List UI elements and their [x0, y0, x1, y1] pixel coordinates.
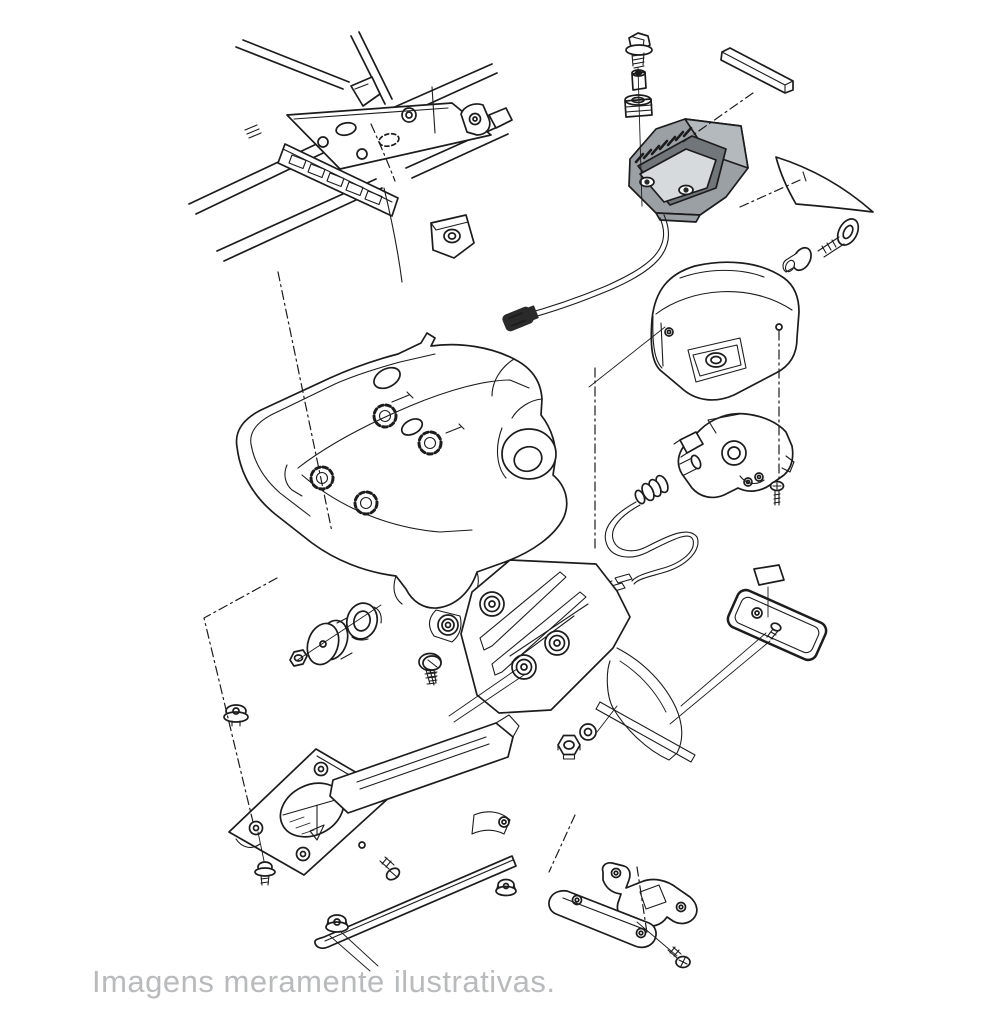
flange-bolt: [625, 32, 653, 69]
license-plate-bracket: [428, 559, 696, 763]
disclaimer-caption: Imagens meramente ilustrativas.: [92, 964, 556, 999]
reflector-stud: [766, 622, 782, 640]
exploded-diagram: Imagens meramente ilustrativas.: [40, 16, 1000, 1016]
bracket-nut: [557, 734, 581, 760]
rubber-damper: [306, 616, 353, 666]
support-rail: [314, 855, 517, 950]
diagram-canvas: [188, 31, 874, 972]
hex-nut-small: [289, 649, 308, 667]
license-light-housing: [673, 412, 795, 499]
bracket-screw: [422, 655, 442, 686]
bulb-socket-cable: [604, 454, 702, 585]
tail-light-unit: [650, 261, 800, 401]
adhesive-pad: [753, 564, 785, 586]
stiffener-plate-upper: [601, 862, 698, 927]
alignment-axes: [203, 67, 807, 972]
wellnut-grommets: [309, 403, 443, 516]
trim-strip: [720, 47, 794, 94]
housing-screw: [769, 480, 785, 506]
wire-connector: [502, 214, 670, 332]
mounting-plate: [228, 714, 520, 876]
panel-screw-washer-collar: [782, 218, 860, 273]
grommet-ring: [345, 602, 382, 641]
rear-subframe: [188, 31, 513, 262]
side-cover-panel: [775, 156, 874, 213]
stiffener-plate-lower: [548, 889, 657, 949]
plate-screw: [358, 841, 401, 881]
rubber-grommet: [624, 94, 653, 118]
stiffener-screw: [667, 946, 691, 969]
plate-flange-bolt: [254, 831, 276, 886]
rear-fender-tray: [235, 332, 568, 609]
highlighted-bracket: [628, 118, 749, 223]
rail-grommets: [325, 878, 517, 933]
bracket-washer: [579, 723, 597, 741]
